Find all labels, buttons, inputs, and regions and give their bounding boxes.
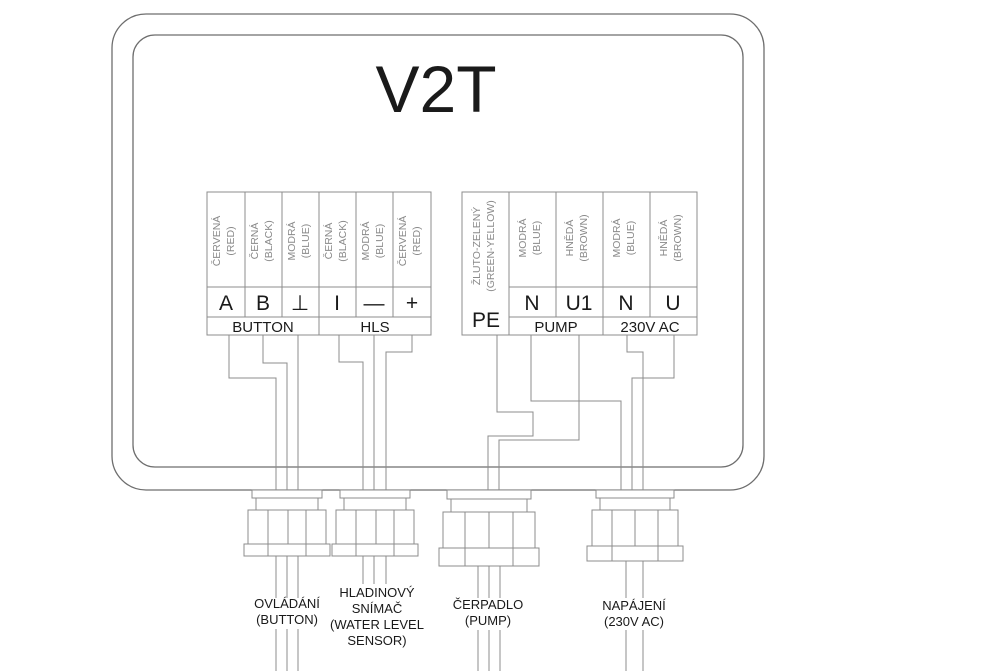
cable-caption-level-sensor: HLADINOVÝ SNÍMAČ (WATER LEVEL SENSOR) xyxy=(330,585,424,648)
cable-gland-button xyxy=(243,489,331,557)
svg-text:HLADINOVÝ: HLADINOVÝ xyxy=(339,585,414,600)
terminal-color-label: ŽLUTO-ZELENÝ xyxy=(470,207,483,286)
enclosure-outer xyxy=(111,13,765,491)
group-label-button: BUTTON xyxy=(232,319,293,336)
svg-text:(PUMP): (PUMP) xyxy=(465,613,511,628)
terminal-color-label: (GREEN-YELLOW) xyxy=(485,200,497,292)
cable-gland-power xyxy=(586,489,684,562)
cable-gland-pump xyxy=(438,489,540,567)
terminal-color-label: HNĚDÁ xyxy=(563,220,576,257)
terminal-color-label: ČERVENÁ xyxy=(210,216,223,267)
cable-caption-power: NAPÁJENÍ (230V AC) xyxy=(602,598,666,629)
group-label-pump: PUMP xyxy=(534,319,577,336)
svg-text:NAPÁJENÍ: NAPÁJENÍ xyxy=(602,598,666,613)
terminal-label: U xyxy=(665,292,680,315)
svg-text:(WATER LEVEL: (WATER LEVEL xyxy=(330,617,424,632)
terminal-color-label: ČERNÁ xyxy=(248,223,261,260)
terminal-color-label: (BLACK) xyxy=(263,220,275,261)
terminal-label: B xyxy=(256,292,270,315)
internal-wires xyxy=(228,335,675,490)
terminal-color-label: (BLUE) xyxy=(625,221,637,255)
external-wires xyxy=(275,556,644,671)
terminal-color-label: MODRÁ xyxy=(285,221,298,260)
terminal-color-label: ČERVENÁ xyxy=(396,216,409,267)
terminal-color-label: (RED) xyxy=(225,226,237,255)
terminal-color-label: ČERNÁ xyxy=(322,223,335,260)
cable-caption-pump: ČERPADLO (PUMP) xyxy=(453,597,524,628)
enclosure-inner xyxy=(132,34,744,468)
terminal-color-label: MODRÁ xyxy=(610,218,623,257)
terminal-color-label: MODRÁ xyxy=(359,221,372,260)
terminal-label: U1 xyxy=(566,292,593,315)
svg-text:SNÍMAČ: SNÍMAČ xyxy=(352,601,403,616)
svg-text:SENSOR): SENSOR) xyxy=(347,633,406,648)
svg-text:(230V AC): (230V AC) xyxy=(604,614,664,629)
terminal-label: — xyxy=(364,292,385,315)
terminal-color-label: (BLUE) xyxy=(300,224,312,258)
terminal-label: I xyxy=(334,292,340,315)
svg-text:OVLÁDÁNÍ: OVLÁDÁNÍ xyxy=(254,596,320,611)
terminal-color-label: (BLACK) xyxy=(337,220,349,261)
terminal-color-label: (RED) xyxy=(411,226,423,255)
terminal-color-label: HNĚDÁ xyxy=(657,220,670,257)
device-title: V2T xyxy=(375,52,496,126)
group-label-hls: HLS xyxy=(360,319,389,336)
terminal-block-pump-power: ŽLUTO-ZELENÝ (GREEN-YELLOW) MODRÁ (BLUE)… xyxy=(461,191,698,336)
terminal-label: A xyxy=(219,292,233,315)
terminal-label: ⊥ xyxy=(291,292,309,315)
group-label-230v-ac: 230V AC xyxy=(620,319,679,336)
svg-text:(BUTTON): (BUTTON) xyxy=(256,612,318,627)
svg-text:ČERPADLO: ČERPADLO xyxy=(453,597,524,612)
cable-caption-button: OVLÁDÁNÍ (BUTTON) xyxy=(254,596,320,627)
terminal-label: + xyxy=(406,292,418,315)
terminal-label: PE xyxy=(472,309,500,332)
terminal-label: N xyxy=(524,292,539,315)
terminal-label: N xyxy=(618,292,633,315)
cable-gland-level-sensor xyxy=(331,489,419,557)
terminal-color-label: (BLUE) xyxy=(374,224,386,258)
terminal-color-label: MODRÁ xyxy=(516,218,529,257)
terminal-color-label: (BLUE) xyxy=(531,221,543,255)
terminal-color-label: (BROWN) xyxy=(578,214,590,261)
terminal-block-button-hls: ČERVENÁ (RED) ČERNÁ (BLACK) MODRÁ (BLUE)… xyxy=(206,191,432,336)
terminal-color-label: (BROWN) xyxy=(672,214,684,261)
